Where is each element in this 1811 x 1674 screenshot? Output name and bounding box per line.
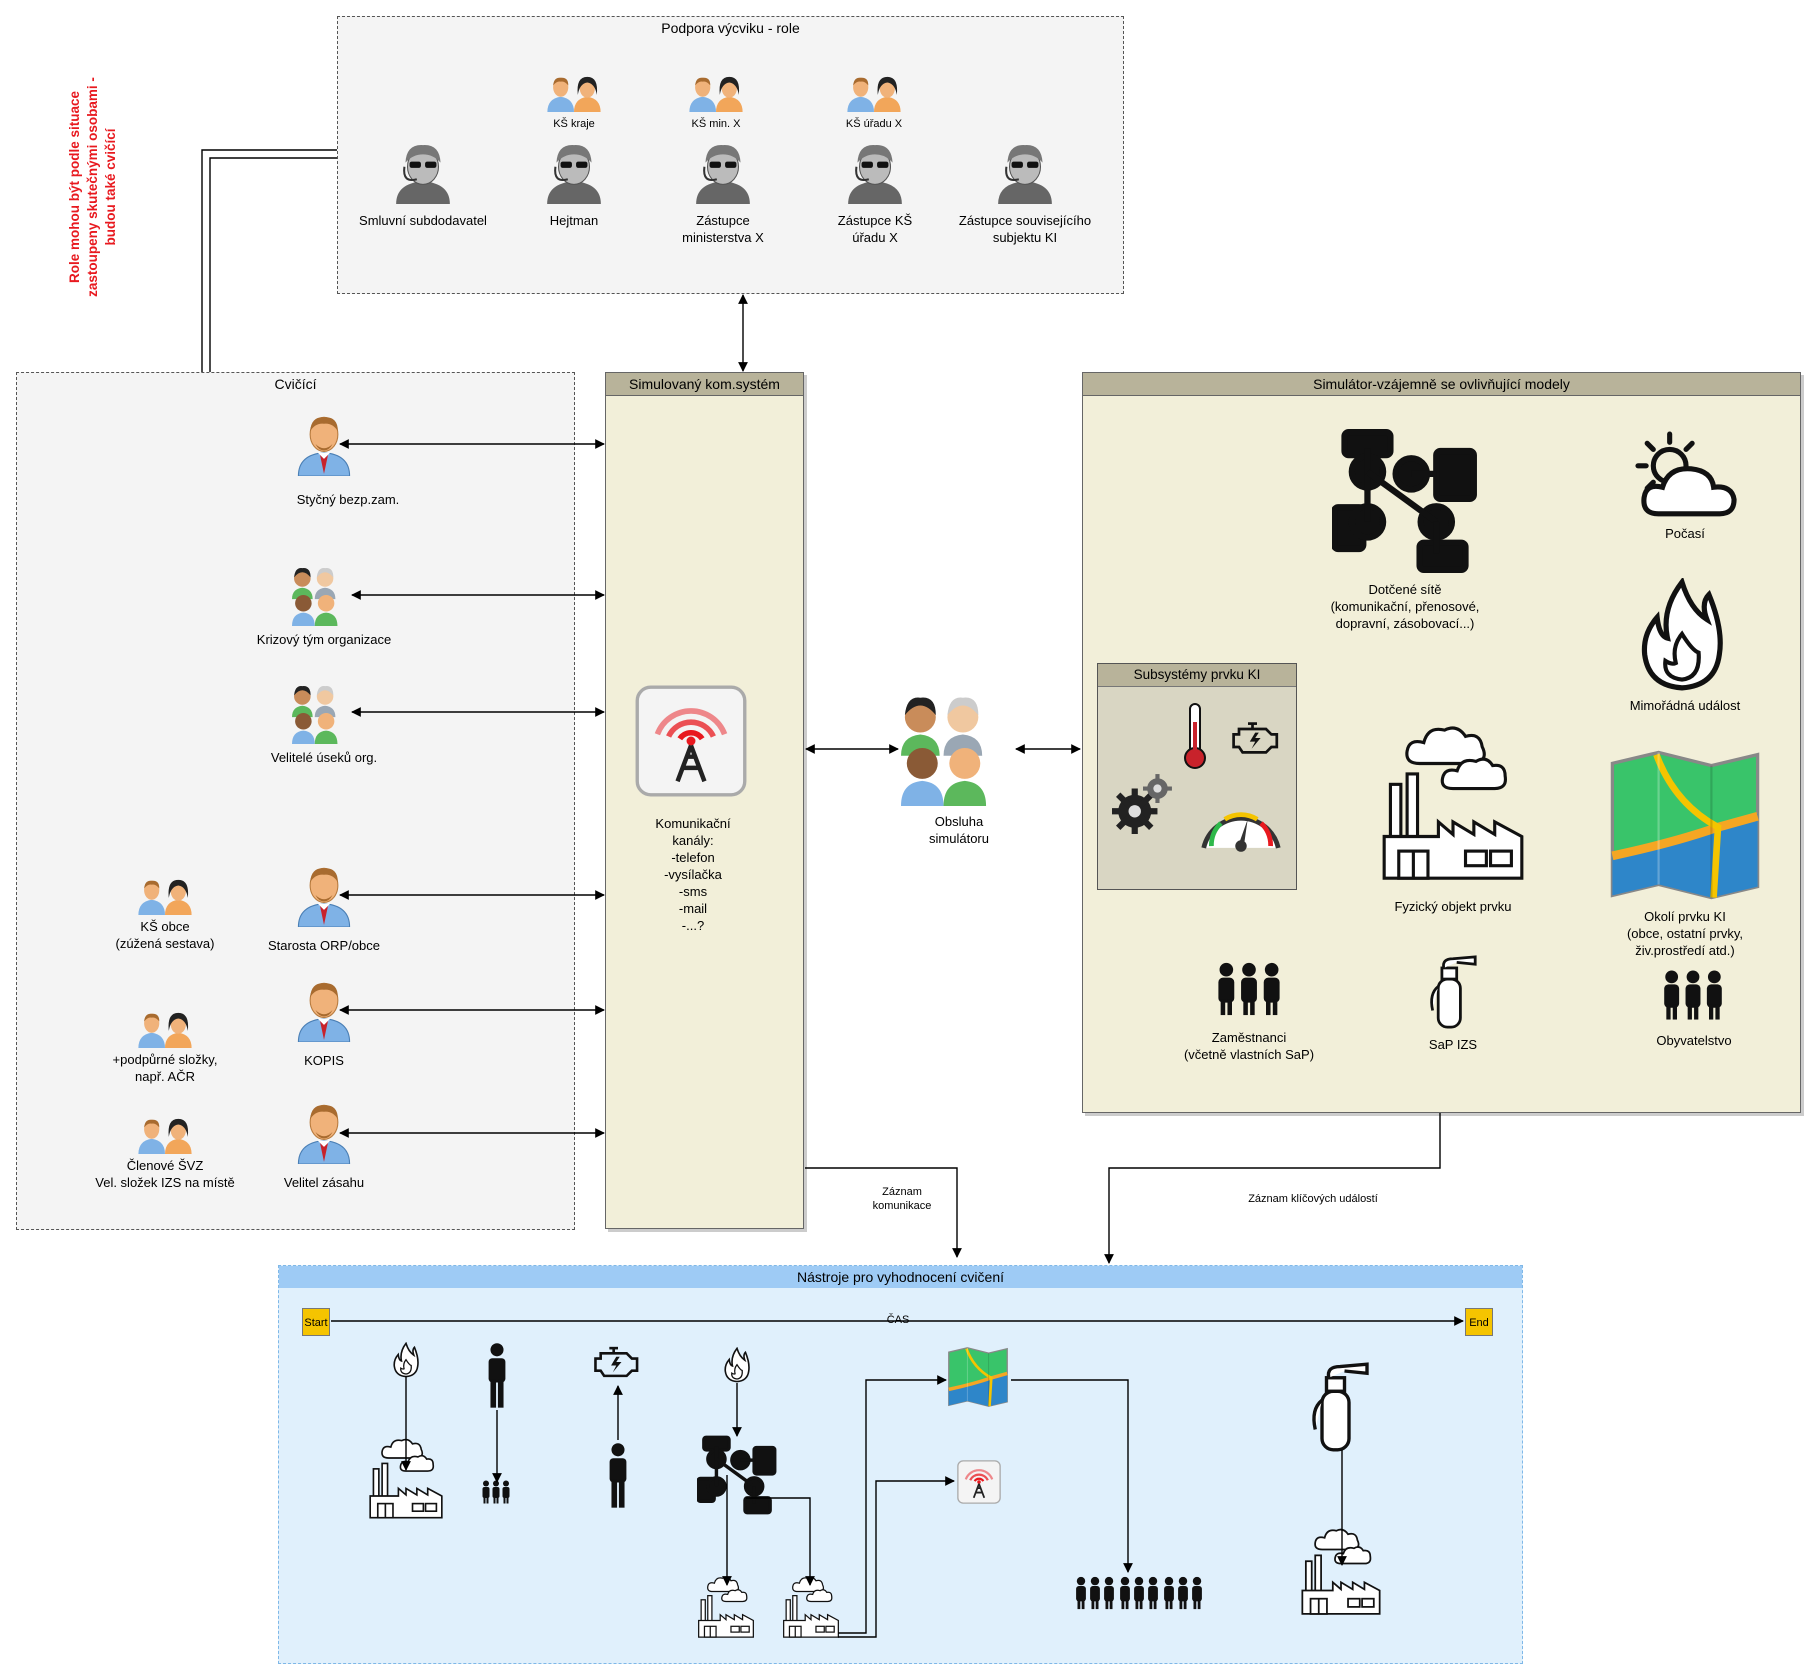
- eval-factory-icon-4: [1300, 1520, 1382, 1620]
- simulator-title: Simulátor-vzájemně se ovlivňující modely: [1083, 373, 1800, 396]
- role-ks-office-label: Zástupce KŠ úřadu X: [837, 213, 913, 245]
- crisis-team-icon: [292, 564, 354, 626]
- ks-obce-icon: [136, 877, 194, 915]
- eval-extinguisher-icon: [1306, 1362, 1374, 1452]
- eval-engine-icon: [592, 1342, 644, 1382]
- factory-icon: [1380, 710, 1526, 890]
- timeline-start: Start: [302, 1308, 330, 1336]
- kopis-label: KOPIS: [304, 1053, 344, 1068]
- physical-object-label: Fyzický objekt prvku: [1394, 899, 1512, 914]
- trainees-panel-title: Cvičící: [274, 376, 317, 392]
- eval-network-icon: [697, 1435, 777, 1515]
- timeline-end: End: [1465, 1308, 1493, 1336]
- trainees-panel: Cvičící: [16, 372, 575, 1230]
- eval-fire-icon-2: [724, 1347, 750, 1383]
- networks-label: Dotčené sítě (komunikační, přenosové, do…: [1330, 582, 1480, 631]
- role-ki-subject-icon: [994, 142, 1056, 204]
- ks-min-label: KŠ min. X: [691, 118, 741, 130]
- timeline-time-label: ČAS: [886, 1314, 910, 1326]
- network-icon: [1332, 428, 1478, 574]
- svz-members-label: Členové ŠVZ Vel. složek IZS na místě: [95, 1158, 235, 1190]
- comm-system-title: Simulovaný kom.systém: [606, 373, 803, 396]
- role-ministry-icon: [692, 142, 754, 204]
- population-icon: [1661, 963, 1725, 1027]
- crisis-team-label: Krizový tým organizace: [256, 632, 392, 647]
- side-note: Role mohou být podle situace zastoupeny …: [66, 72, 186, 302]
- operators-label: Obsluha simulátoru: [929, 814, 989, 846]
- ks-uradu-label: KŠ úřadu X: [845, 118, 903, 130]
- weather-label: Počasí: [1665, 526, 1705, 541]
- ks-obce-label: KŠ obce (zúžená sestava): [115, 919, 215, 951]
- eval-crowd-icon-1: [481, 1477, 511, 1507]
- rescue-label: SaP IZS: [1428, 1037, 1478, 1052]
- ks-min-icon: [687, 74, 745, 112]
- role-ki-subject-label: Zástupce souvisejícího subjektu KI: [958, 213, 1092, 245]
- engine-icon: [1230, 718, 1284, 758]
- population-label: Obyvatelstvo: [1656, 1033, 1732, 1048]
- ks-kraje-label: KŠ kraje: [553, 118, 595, 130]
- gears-icon: [1112, 772, 1174, 834]
- svz-members-icon: [136, 1116, 194, 1154]
- surroundings-label: Okolí prvku KI (obce, ostatní prvky, živ…: [1626, 909, 1744, 958]
- employees-icon: [1215, 955, 1283, 1023]
- role-subcontractor-label: Smluvní subdodavatel: [359, 213, 487, 228]
- role-governor-icon: [543, 142, 605, 204]
- weather-icon: [1623, 430, 1747, 522]
- employees-label: Zaměstnanci (včetně vlastních SaP): [1183, 1030, 1315, 1062]
- liaison-label: Styčný bezp.zam.: [296, 492, 400, 507]
- support-units-icon: [136, 1010, 194, 1048]
- role-ks-office-icon: [844, 142, 906, 204]
- incident-commander-label: Velitel zásahu: [283, 1175, 365, 1190]
- subsystems-panel: Subsystémy prvku KI: [1097, 663, 1297, 890]
- operators-icon: [901, 690, 1017, 806]
- eval-radio-icon: [957, 1460, 1001, 1504]
- eval-man-icon-2: [604, 1440, 632, 1510]
- role-subcontractor-icon: [392, 142, 454, 204]
- liaison-person-icon: [292, 412, 356, 476]
- role-governor-label: Hejtman: [549, 213, 599, 228]
- ks-kraje-icon: [545, 74, 603, 112]
- eval-map-icon: [947, 1346, 1009, 1408]
- extinguisher-icon: [1425, 955, 1481, 1029]
- eval-crowd-icon-2: [1076, 1576, 1202, 1610]
- comm-system-panel: Simulovaný kom.systém: [605, 372, 804, 1229]
- mayor-label: Starosta ORP/obce: [268, 938, 380, 953]
- eval-man-icon-1: [483, 1340, 511, 1410]
- thermometer-icon: [1180, 700, 1210, 774]
- eval-factory-icon-1: [368, 1430, 444, 1524]
- mayor-person-icon: [292, 863, 356, 927]
- role-ministry-label: Zástupce ministerstva X: [682, 213, 764, 245]
- subsystems-title: Subsystémy prvku KI: [1098, 664, 1296, 687]
- map-icon: [1608, 745, 1762, 905]
- side-note-text: Role mohou být podle situace zastoupeny …: [67, 77, 118, 297]
- comm-record-label: Záznam komunikace: [872, 1186, 932, 1212]
- eval-factory-icon-3: [782, 1570, 840, 1642]
- incident-commander-icon: [292, 1100, 356, 1164]
- eval-fire-icon-1: [393, 1342, 419, 1378]
- eval-factory-icon-2: [697, 1570, 755, 1642]
- emergency-label: Mimořádná událost: [1629, 698, 1741, 713]
- eval-title: Nástroje pro vyhodnocení cvičení: [279, 1266, 1522, 1288]
- comm-tower-icon: [635, 685, 747, 797]
- comm-channels-text: Komunikační kanály: -telefon -vysílačka …: [655, 816, 731, 933]
- support-units-label: +podpůrné složky, např. AČR: [112, 1052, 218, 1084]
- ks-uradu-icon: [845, 74, 903, 112]
- gauge-icon: [1198, 795, 1284, 855]
- fire-icon: [1640, 578, 1724, 692]
- section-leaders-icon: [292, 682, 354, 744]
- support-panel-title: Podpora výcviku - role: [661, 20, 800, 36]
- kopis-person-icon: [292, 978, 356, 1042]
- events-record-label: Záznam klíčových událostí: [1248, 1193, 1378, 1205]
- section-leaders-label: Velitelé úseků org.: [270, 750, 378, 765]
